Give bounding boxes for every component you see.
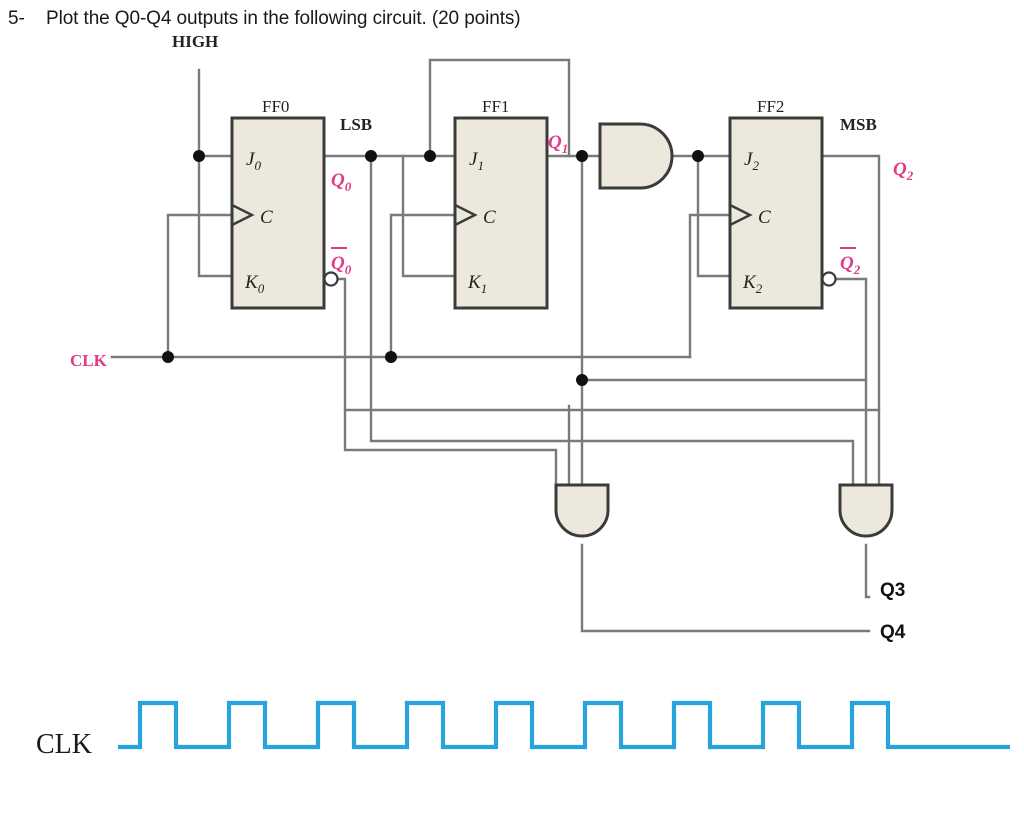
- q2bar-label: Q2: [840, 247, 861, 277]
- ff2-clock-triangle-icon: [729, 203, 753, 227]
- wire-q2-down: [820, 154, 881, 487]
- junction-q1: [576, 150, 588, 162]
- q3-output-label: Q3: [880, 580, 905, 601]
- q1-label: Q1: [548, 132, 568, 156]
- wire-top-feedback-loop: [428, 58, 571, 158]
- wire-q0bar-to-and-left: [336, 277, 558, 487]
- q0-label: Q0: [331, 170, 352, 194]
- flipflop-ff0: J0 C K0: [230, 116, 339, 310]
- clk-label: CLK: [70, 351, 108, 370]
- ff0-name-label: FF0: [262, 97, 289, 116]
- msb-label: MSB: [840, 115, 877, 134]
- circuit-diagram: .w { stroke:#7a7a7a; stroke-width:2.4; f…: [70, 32, 914, 643]
- junction-clk-ff0: [162, 351, 174, 363]
- junction-q0-lsb: [365, 150, 377, 162]
- and-gate-top: [598, 122, 674, 190]
- question-text: Plot the Q0-Q4 outputs in the following …: [46, 8, 521, 29]
- ff2-name-label: FF2: [757, 97, 784, 116]
- ff1-name-label: FF1: [482, 97, 509, 116]
- clk-signal-trace: [118, 700, 1010, 750]
- wire-clk-to-ff0-c: [166, 213, 234, 359]
- ff2-qbar-bubble-icon: [821, 271, 837, 287]
- wire-clk-to-ff1-c: [389, 213, 457, 359]
- junction-j1-feedback: [424, 150, 436, 162]
- svg-text:Q2: Q2: [840, 253, 861, 277]
- high-label: HIGH: [172, 32, 218, 51]
- wire-high-to-k1: [401, 154, 457, 278]
- and-gate-right: [838, 483, 894, 538]
- ff1-clock-triangle-icon: [454, 203, 478, 227]
- wire-dist-441: [580, 439, 855, 487]
- question-prompt: 5- Plot the Q0-Q4 outputs in the followin…: [8, 8, 521, 30]
- junction-clk-ff1: [385, 351, 397, 363]
- and-gate-left: [554, 483, 610, 538]
- wire-and-top-to-k2: [696, 154, 732, 278]
- junction-high-j0: [193, 150, 205, 162]
- q0bar-label: Q0: [331, 247, 352, 277]
- wire-clk-to-ff2-c: [688, 213, 732, 359]
- junction-q1-dist: [576, 374, 588, 386]
- ff1-c-label: C: [483, 207, 496, 228]
- clk-waveform: CLK: [36, 700, 1010, 760]
- ff0-clock-triangle-icon: [231, 203, 255, 227]
- waveform-clk-label: CLK: [36, 729, 92, 760]
- wire-q0-branch-down: [369, 154, 584, 443]
- q4-output-label: Q4: [880, 622, 906, 643]
- svg-text:Q0: Q0: [331, 253, 352, 277]
- flipflop-ff1: J1 C K1: [453, 116, 549, 310]
- ff0-qbar-bubble-icon: [323, 271, 339, 287]
- flipflop-ff2: J2 C K2: [728, 116, 837, 310]
- wire-and-right-out-q3: [864, 543, 871, 599]
- lsb-label: LSB: [340, 115, 372, 134]
- ff2-c-label: C: [758, 207, 771, 228]
- wire-high-to-k0: [197, 154, 234, 278]
- wire-and-left-out-q4: [580, 543, 871, 633]
- junction-j2: [692, 150, 704, 162]
- wire-q2bar-down: [834, 277, 868, 487]
- q2-label: Q2: [893, 159, 914, 183]
- question-number: 5-: [8, 8, 25, 29]
- ff0-c-label: C: [260, 207, 273, 228]
